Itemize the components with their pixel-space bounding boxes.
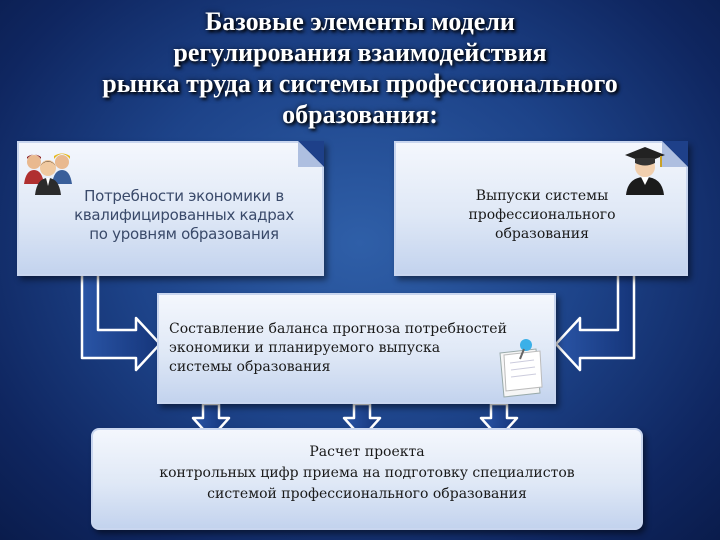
text-line: системой профессионального образования	[207, 486, 527, 502]
title-line: образования:	[282, 100, 438, 129]
slide-title: Базовые элементы модели регулирования вз…	[0, 6, 720, 130]
balance-text: Составление баланса прогноза потребносте…	[169, 320, 539, 377]
text-line: по уровням образования	[89, 225, 279, 243]
page-fold	[662, 141, 688, 167]
text-line: квалифицированных кадрах	[74, 206, 294, 224]
balance-box: Составление баланса прогноза потребносте…	[157, 293, 556, 404]
text-line: контрольных цифр приема на подготовку сп…	[159, 465, 575, 481]
title-line: регулирования взаимодействия	[173, 38, 547, 67]
text-line: Расчет проекта	[309, 444, 425, 460]
demand-box: Потребности экономики в квалифицированны…	[17, 141, 324, 276]
text-line: Выпуски системы	[475, 188, 609, 204]
right-elbow-arrow	[554, 270, 636, 372]
text-line: образования	[495, 226, 589, 242]
graduates-text: Выпуски системы профессионального образо…	[426, 187, 658, 244]
graduate-icon	[625, 147, 665, 195]
text-line: Потребности экономики в	[84, 187, 284, 205]
people-group-icon	[24, 153, 72, 195]
text-line: Составление баланса прогноза потребносте…	[169, 321, 507, 337]
demand-text: Потребности экономики в квалифицированны…	[59, 187, 309, 244]
page-fold	[298, 141, 324, 167]
text-line: профессионального	[468, 207, 616, 223]
title-line: Базовые элементы модели	[205, 7, 515, 36]
quota-box: Расчет проекта контрольных цифр приема н…	[91, 428, 643, 530]
pinned-note-icon	[499, 339, 543, 398]
left-elbow-arrow	[80, 270, 162, 372]
text-line: системы образования	[169, 359, 331, 375]
quota-text: Расчет проекта контрольных цифр приема н…	[103, 442, 631, 505]
title-line: рынка труда и системы профессионального	[102, 69, 618, 98]
text-line: экономики и планируемого выпуска	[169, 340, 441, 356]
